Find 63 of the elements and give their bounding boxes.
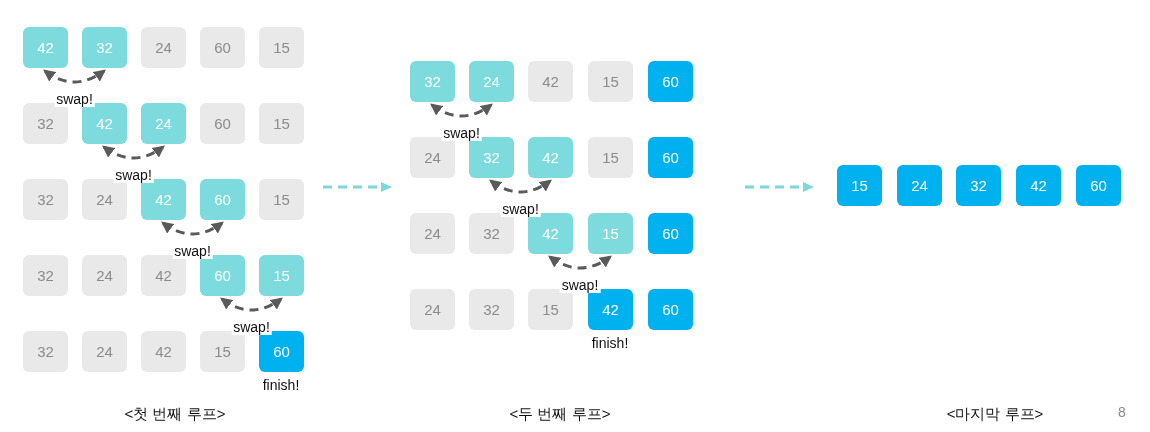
number-box: 32 bbox=[23, 179, 68, 220]
caption-text: <마지막 루프> bbox=[946, 405, 1044, 424]
edge-label: swap! bbox=[113, 167, 154, 183]
compared-number-box: 32 bbox=[410, 61, 455, 102]
number-box: 60 bbox=[200, 27, 245, 68]
compared-number-box: 24 bbox=[141, 103, 186, 144]
number-box: 32 bbox=[469, 289, 514, 330]
note-text: finish! bbox=[262, 377, 300, 393]
number-box: 15 bbox=[200, 331, 245, 372]
swap-arrow bbox=[220, 297, 283, 312]
sorted-number-box: 60 bbox=[648, 213, 693, 254]
swap-arrow bbox=[43, 69, 106, 84]
number-box: 15 bbox=[259, 103, 304, 144]
caption-text: <두 번째 루프> bbox=[509, 405, 611, 424]
number-box: 42 bbox=[528, 61, 573, 102]
edge-label: swap! bbox=[172, 243, 213, 259]
edge-label: swap! bbox=[559, 277, 601, 293]
caption-text: <첫 번째 루프> bbox=[124, 405, 226, 424]
number-box: 60 bbox=[200, 103, 245, 144]
number-box: 24 bbox=[82, 255, 127, 296]
number-box: 42 bbox=[141, 331, 186, 372]
number-box: 32 bbox=[23, 103, 68, 144]
sorted-number-box: 32 bbox=[956, 165, 1001, 206]
number-box: 15 bbox=[259, 27, 304, 68]
swap-arrow bbox=[430, 103, 493, 118]
compared-number-box: 42 bbox=[528, 137, 573, 178]
number-box: 24 bbox=[82, 331, 127, 372]
compared-number-box: 60 bbox=[200, 179, 245, 220]
number-box: 32 bbox=[469, 213, 514, 254]
note-text: finish! bbox=[591, 335, 629, 351]
compared-number-box: 42 bbox=[23, 27, 68, 68]
compared-number-box: 15 bbox=[259, 255, 304, 296]
compared-number-box: 32 bbox=[82, 27, 127, 68]
compared-number-box: 24 bbox=[469, 61, 514, 102]
sorted-number-box: 42 bbox=[1016, 165, 1061, 206]
sorted-number-box: 60 bbox=[648, 137, 693, 178]
number-box: 15 bbox=[588, 61, 633, 102]
page-number: 8 bbox=[1118, 404, 1126, 420]
sorted-number-box: 24 bbox=[897, 165, 942, 206]
number-box: 24 bbox=[410, 137, 455, 178]
number-box: 15 bbox=[259, 179, 304, 220]
edge-label: swap! bbox=[500, 201, 541, 217]
sorted-number-box: 15 bbox=[837, 165, 882, 206]
sorted-number-box: 60 bbox=[1076, 165, 1121, 206]
swap-arrow bbox=[489, 179, 552, 194]
swap-arrow bbox=[548, 255, 612, 270]
swap-arrow bbox=[161, 221, 224, 236]
number-box: 15 bbox=[528, 289, 573, 330]
sorted-number-box: 60 bbox=[648, 61, 693, 102]
number-box: 24 bbox=[82, 179, 127, 220]
number-box: 42 bbox=[141, 255, 186, 296]
sorted-number-box: 60 bbox=[648, 289, 693, 330]
edge-label: swap! bbox=[54, 91, 95, 107]
edge-label: swap! bbox=[231, 319, 272, 335]
number-box: 15 bbox=[588, 137, 633, 178]
number-box: 24 bbox=[141, 27, 186, 68]
number-box: 24 bbox=[410, 289, 455, 330]
edge-label: swap! bbox=[441, 125, 482, 141]
compared-number-box: 15 bbox=[588, 213, 633, 254]
swap-arrow bbox=[102, 145, 165, 160]
number-box: 32 bbox=[23, 255, 68, 296]
number-box: 32 bbox=[23, 331, 68, 372]
number-box: 24 bbox=[410, 213, 455, 254]
